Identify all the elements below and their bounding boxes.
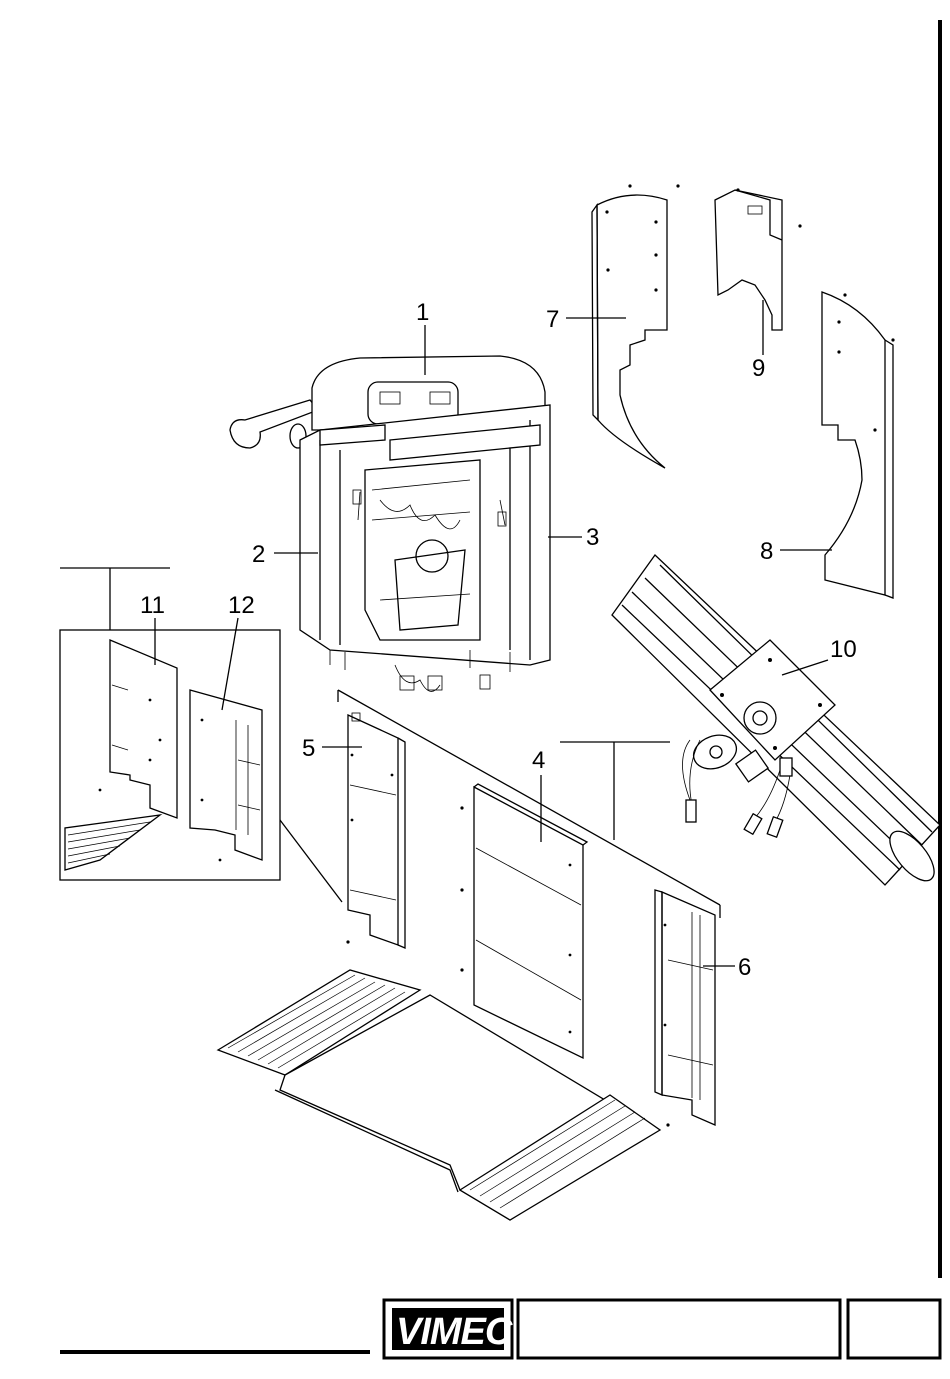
title-block: VIMEC [60,1300,940,1358]
callout-12: 12 [228,592,255,619]
callout-3: 3 [586,524,599,551]
page-field [848,1300,940,1358]
callout-9: 9 [752,355,765,382]
part-6-side-panel [655,890,715,1127]
part-8-side-cover [822,292,895,598]
part-9-top-cover [715,188,802,330]
part-4-rear-panel [460,784,587,1058]
callout-4: 4 [532,747,545,774]
callout-2: 2 [252,541,265,568]
callout-1: 1 [416,299,429,326]
callout-11: 11 [140,592,165,619]
callout-5: 5 [302,735,315,762]
part-7-side-cover [592,184,680,468]
part-10-motor-gear-assembly [612,555,942,888]
floor-platform [218,970,660,1220]
callout-7: 7 [546,306,559,333]
vimec-logo: VIMEC [396,1311,513,1353]
callout-10: 10 [830,636,857,663]
part-5-side-panel [346,713,405,948]
title-field [518,1300,840,1358]
callout-8: 8 [760,538,773,565]
lift-carriage-assembly [230,356,550,691]
callout-6: 6 [738,954,751,981]
